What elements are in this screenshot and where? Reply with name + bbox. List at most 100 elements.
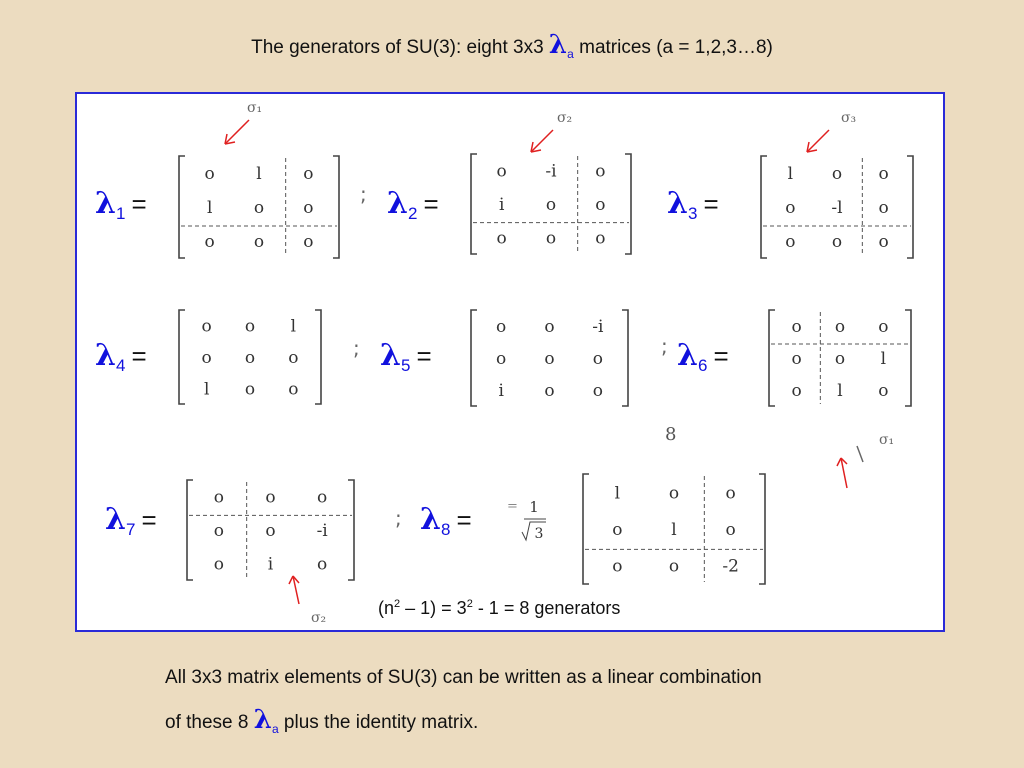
cell-r2-c1: o xyxy=(214,521,224,541)
cell-r1-c1: o xyxy=(205,164,215,184)
cell-r1-c1: o xyxy=(214,488,224,508)
cell-r2-c2: o xyxy=(245,348,255,368)
right-bracket xyxy=(333,155,340,259)
cell-r3-c3: o xyxy=(303,232,313,252)
cell-r2-c3: -i xyxy=(317,521,329,541)
cell-r1-c2: o xyxy=(265,488,275,508)
cell-r2-c3: o xyxy=(303,198,313,218)
prefactor: = 1 3 xyxy=(507,498,546,542)
left-bracket xyxy=(768,309,775,407)
title-prefix: The generators of SU(3): eight 3x3 xyxy=(251,37,549,58)
cell-r2-c2: -l xyxy=(831,198,842,218)
cell-r2-c2: o xyxy=(265,521,275,541)
cell-r2-c2: o xyxy=(546,195,556,215)
eight-note: 8 xyxy=(665,424,677,445)
cell-r1-c3: -i xyxy=(592,317,604,337)
cell-r1-c1: o xyxy=(497,162,507,182)
separator: ; xyxy=(353,336,360,360)
cell-r2-c3: l xyxy=(881,349,886,369)
prefactor-numerator: 1 xyxy=(529,498,539,516)
cell-r1-c3: l xyxy=(291,317,296,337)
cell-r3-c2: o xyxy=(832,232,842,252)
sigma-3-note: σ₃ xyxy=(841,110,856,126)
cell-r2-c1: o xyxy=(792,349,802,369)
slide-title: The generators of SU(3): eight 3x3 λa ma… xyxy=(0,30,1024,61)
cell-r3-c2: o xyxy=(544,381,554,401)
cell-r1-c2: o xyxy=(832,164,842,184)
left-bracket xyxy=(760,155,767,259)
cell-r2-c3: o xyxy=(593,349,603,369)
cell-r3-c2: o xyxy=(546,228,556,248)
cell-r2-c1: l xyxy=(207,198,212,218)
cell-r3-c3: o xyxy=(878,381,888,401)
right-bracket xyxy=(759,473,766,585)
title-lambda-sub: a xyxy=(567,46,574,61)
title-lambda: λ xyxy=(548,30,568,60)
cell-r3-c2: o xyxy=(254,232,264,252)
cell-r3-c1: o xyxy=(214,554,224,574)
left-bracket xyxy=(178,309,185,405)
cell-r2-c2: o xyxy=(544,349,554,369)
cell-r2-c1: o xyxy=(785,198,795,218)
lambda-8-label: λ8= xyxy=(420,502,472,540)
svg-text:=: = xyxy=(507,499,518,514)
right-bracket xyxy=(622,309,629,407)
cell-r2-c1: i xyxy=(499,195,505,215)
cell-r3-c1: i xyxy=(498,381,504,401)
cell-r3-c1: o xyxy=(612,557,622,577)
cell-r1-c3: o xyxy=(303,164,313,184)
left-bracket xyxy=(178,155,185,259)
right-bracket xyxy=(907,155,914,259)
generator-count-formula: (n2 – 1) = 32 - 1 = 8 generators xyxy=(378,598,621,618)
footer-line-1: All 3x3 matrix elements of SU(3) can be … xyxy=(165,667,762,688)
cell-r1-c2: o xyxy=(245,317,255,337)
left-bracket xyxy=(470,153,477,255)
cell-r3-c2: l xyxy=(837,381,842,401)
cell-r1-c2: l xyxy=(256,164,261,184)
cell-r1-c3: o xyxy=(317,488,327,508)
cell-r2-c3: o xyxy=(595,195,605,215)
cell-r1-c1: o xyxy=(792,317,802,337)
cell-r3-c3: o xyxy=(593,381,603,401)
cell-r3-c2: o xyxy=(669,557,679,577)
sigma-7-note: σ₂ xyxy=(311,610,326,626)
separator: ; xyxy=(661,334,668,358)
right-bracket xyxy=(625,153,632,255)
cell-r1-c2: o xyxy=(669,483,679,503)
cell-r3-c1: o xyxy=(785,232,795,252)
cell-r1-c1: o xyxy=(496,317,506,337)
cell-r3-c3: o xyxy=(879,232,889,252)
lambda-2-label: λ2= xyxy=(387,186,439,224)
cell-r2-c1: o xyxy=(496,349,506,369)
cell-r3-c3: o xyxy=(317,554,327,574)
lambda-5-label: λ5= xyxy=(380,338,432,376)
lambda-4-label: λ4= xyxy=(95,338,147,376)
separator: ; xyxy=(395,506,402,530)
cell-r3-c1: o xyxy=(205,232,215,252)
title-suffix: matrices (a = 1,2,3…8) xyxy=(573,37,773,58)
cell-r1-c2: o xyxy=(544,317,554,337)
cell-r1-c3: o xyxy=(595,162,605,182)
cell-r2-c1: o xyxy=(612,520,622,540)
cell-r1-c3: o xyxy=(878,317,888,337)
left-bracket xyxy=(582,473,589,585)
cell-r1-c1: l xyxy=(615,483,620,503)
sigma-2-note: σ₂ xyxy=(557,110,572,126)
lambda-1-label: λ1= xyxy=(95,186,147,224)
footer-text: All 3x3 matrix elements of SU(3) can be … xyxy=(165,657,762,750)
footer-line-2: of these 8 λa plus the identity matrix. xyxy=(165,705,479,736)
cell-r3-c1: l xyxy=(204,379,209,399)
cell-r2-c3: o xyxy=(726,520,736,540)
right-bracket xyxy=(315,309,322,405)
cell-r3-c2: i xyxy=(268,554,274,574)
cell-r3-c1: o xyxy=(497,228,507,248)
cell-r3-c1: o xyxy=(792,381,802,401)
sigma-1-note: σ₁ xyxy=(247,100,262,116)
